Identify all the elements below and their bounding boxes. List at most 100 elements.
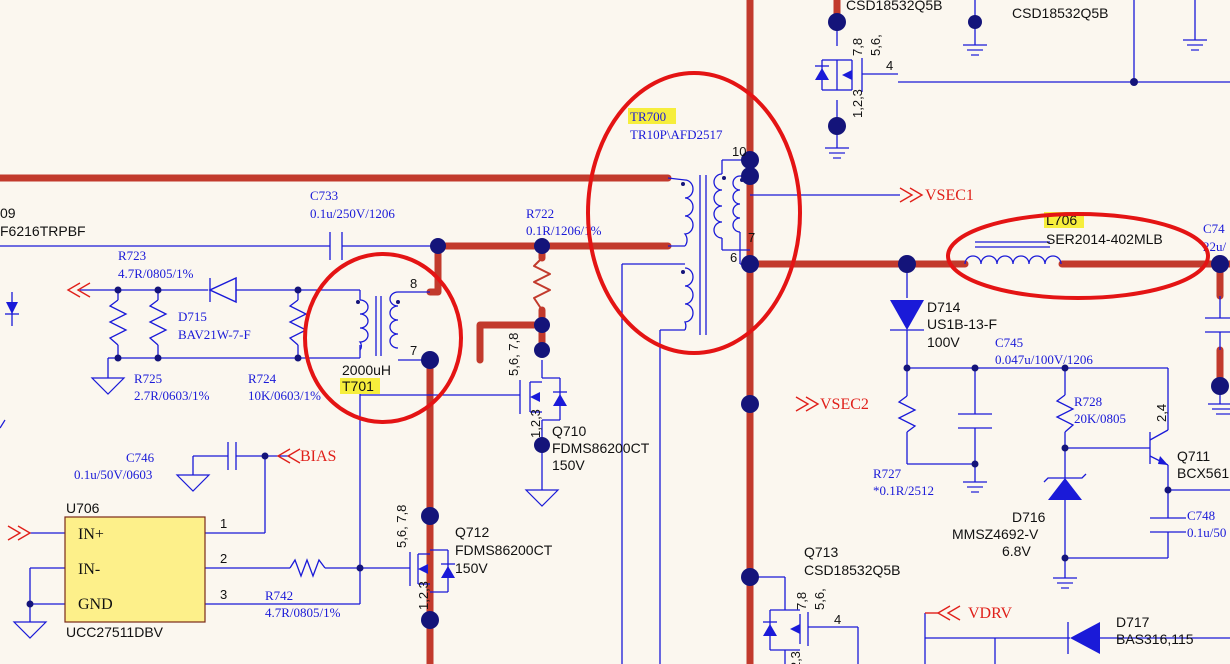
t701-pin7: 7: [410, 343, 417, 358]
c745-value: 0.047u/100V/1206: [995, 352, 1093, 367]
u709-value: F6216TRPBF: [0, 223, 86, 239]
q713-pins-s: 1,2,3: [788, 651, 803, 664]
l706-value: SER2014-402MLB: [1046, 231, 1163, 247]
q713-pins-d: 7,8: [794, 592, 809, 610]
q-top-left-pins-s: 1,2,3: [850, 89, 865, 118]
resistor-r742: [289, 558, 326, 578]
c748-value: 0.1u/50: [1187, 525, 1226, 540]
capacitor-c733: [329, 232, 343, 260]
tr700-pin6: 6: [730, 250, 737, 265]
q712-voltage: 150V: [455, 560, 488, 576]
q710-voltage: 150V: [552, 457, 585, 473]
d715-ref: D715: [178, 309, 207, 324]
c745-ref: C745: [995, 335, 1023, 350]
capacitor-c745: [958, 413, 992, 429]
transistor-q711: [1149, 429, 1169, 466]
d716-value: MMSZ4692-V: [952, 526, 1039, 542]
q710-pins-d: 5,6, 7,8: [506, 333, 521, 376]
c746-value: 0.1u/50V/0603: [74, 467, 152, 482]
t701-ref: T701: [342, 378, 374, 394]
diode-d714: [890, 300, 924, 331]
tr700-value: TR10P\AFD2517: [630, 127, 723, 142]
d714-ref: D714: [927, 299, 961, 315]
u706-pin-in-plus: IN+: [78, 526, 104, 543]
u706-ref: U706: [66, 500, 100, 516]
d717-value: BAS316,115: [1116, 631, 1194, 647]
u706-pin3: 3: [220, 587, 227, 602]
ground-symbols: [0, 39, 1230, 639]
inductor-l706: [964, 241, 1062, 265]
diode-d715: [208, 276, 237, 304]
q713-gate: 4: [834, 612, 841, 627]
capacitor-c74x: [1205, 317, 1230, 333]
q711-ref: Q711: [1177, 448, 1210, 464]
mosfet-q710: [519, 380, 567, 414]
r724-ref: R724: [248, 371, 277, 386]
transformer-tr700: [667, 159, 750, 335]
resistor-r722: [533, 257, 551, 311]
tr700-pin7: 7: [748, 230, 755, 245]
junction-dots: [26, 13, 1229, 629]
net-arrows: [7, 187, 961, 621]
r723-ref: R723: [118, 248, 146, 263]
chip-u706: [64, 516, 206, 623]
d714-value: US1B-13-F: [927, 316, 997, 332]
q710-ref: Q710: [552, 423, 586, 439]
r723-value: 4.7R/0805/1%: [118, 266, 194, 281]
u709-ref: 09: [0, 205, 16, 221]
q710-value: FDMS86200CT: [552, 440, 650, 456]
q-top-left-ref: CSD18532Q5B: [846, 0, 943, 13]
q713-ref: Q713: [804, 544, 838, 560]
c748-ref: C748: [1187, 508, 1215, 523]
q712-pins-d: 5,6, 7,8: [394, 505, 409, 548]
r728-value: 20K/0805: [1074, 411, 1126, 426]
diode-d717: [1067, 622, 1100, 654]
tr700-pin10: 10: [732, 144, 746, 159]
r725-value: 2.7R/0603/1%: [134, 388, 210, 403]
resistor-r724: [288, 299, 308, 346]
u706-pin2: 2: [220, 551, 227, 566]
q713-pins-gs: 5,6,: [812, 588, 827, 610]
t701-pin8: 8: [410, 276, 417, 291]
d716-voltage: 6.8V: [1002, 543, 1031, 559]
net-vsec1: VSEC1: [925, 187, 974, 204]
diode-partial-left: [5, 292, 19, 326]
resistor-r728: [1055, 394, 1075, 433]
q-top-right-ref: CSD18532Q5B: [1012, 5, 1109, 21]
r742-value: 4.7R/0805/1%: [265, 605, 341, 620]
q710-pins-s: 1,2,3: [528, 409, 543, 438]
zener-d716: [1043, 473, 1087, 500]
q712-pins-s: 1,2,3: [416, 581, 431, 610]
resistor-r723: [108, 299, 128, 346]
q712-value: FDMS86200CT: [455, 542, 553, 558]
annotation-circles: [303, 71, 1210, 424]
u706-pin-gnd: GND: [78, 596, 113, 613]
d717-ref: D717: [1116, 614, 1150, 630]
net-bias: BIAS: [300, 448, 336, 465]
q-top-left-gate: 4: [886, 58, 893, 73]
q-top-left-pins-gs: 5,6,: [868, 34, 883, 56]
r727-ref: R727: [873, 466, 902, 481]
c733-ref: C733: [310, 188, 338, 203]
highlight-tr700: [628, 108, 676, 124]
resistor-r727: [897, 395, 917, 433]
resistor-r725: [148, 299, 168, 346]
t701-value: 2000uH: [342, 362, 391, 378]
r724-value: 10K/0603/1%: [248, 388, 321, 403]
q-top-left-pins-d: 7,8: [850, 38, 865, 56]
net-vdrv: VDRV: [968, 605, 1013, 622]
q712-ref: Q712: [455, 524, 489, 540]
q711-value: BCX561: [1177, 465, 1229, 481]
u706-value: UCC27511DBV: [66, 624, 164, 640]
q711-pins: 2,4: [1154, 404, 1169, 422]
highlight-t701: [340, 378, 380, 394]
net-vsec2: VSEC2: [820, 396, 869, 413]
transformer-t701: [356, 291, 430, 361]
capacitor-c748: [1150, 517, 1186, 533]
r728-ref: R728: [1074, 394, 1102, 409]
d716-ref: D716: [1012, 509, 1046, 525]
r725-ref: R725: [134, 371, 162, 386]
mosfet-q713: [763, 612, 809, 646]
r722-ref: R722: [526, 206, 554, 221]
